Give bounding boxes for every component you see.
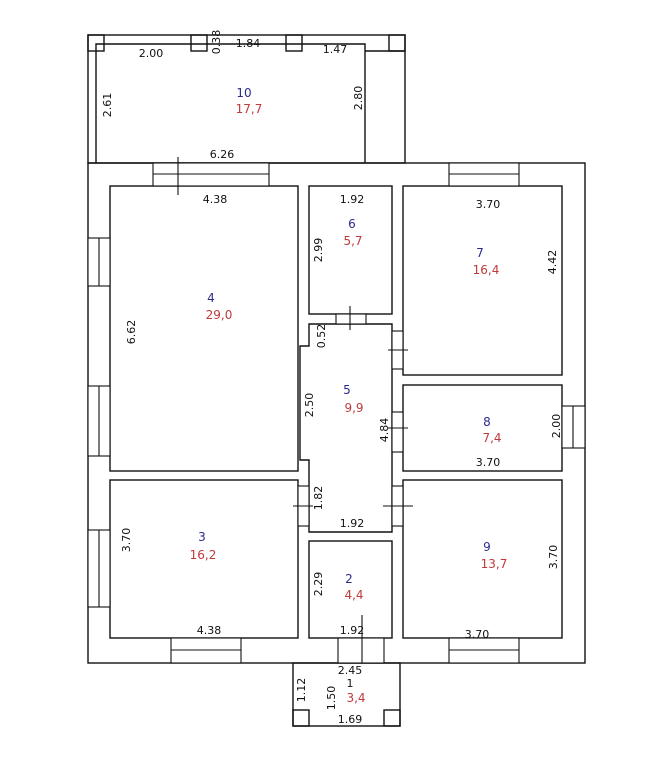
dimension-label: 4.42 (546, 250, 559, 275)
dimension-label: 1.92 (340, 517, 365, 530)
room-area: 7,4 (482, 431, 501, 445)
door (391, 411, 404, 453)
dimension-label: 2.00 (550, 414, 563, 439)
room-area: 16,2 (190, 548, 217, 562)
dimension-label: 2.00 (139, 47, 164, 60)
dimension-label: 2.99 (312, 238, 325, 263)
room-5-outline (299, 323, 393, 533)
room-area: 5,7 (343, 234, 362, 248)
room-number: 2 (345, 572, 353, 586)
room-number: 7 (476, 246, 484, 260)
room-7: 3.70 4.42 7 16,4 (473, 198, 559, 277)
room-7-outline (402, 185, 563, 376)
dimension-label: 4.38 (203, 193, 228, 206)
room-area: 9,9 (344, 401, 363, 415)
room-number: 9 (483, 540, 491, 554)
dimension-label: 2.45 (338, 664, 363, 677)
room-number: 8 (483, 415, 491, 429)
dimension-label: 6.26 (210, 148, 235, 161)
room-6: 1.92 2.99 6 5,7 (312, 193, 364, 262)
dimension-label: 3.70 (476, 198, 501, 211)
room-10: 2.00 0.38 1.84 1.47 2.61 2.80 6.26 10 17… (101, 30, 365, 161)
dimension-label: 2.61 (101, 93, 114, 118)
room-9: 3.70 3.70 9 13,7 (465, 540, 560, 641)
dimension-label: 4.38 (197, 624, 222, 637)
dimension-label: 1.50 (325, 686, 338, 711)
dimension-label: 6.62 (125, 320, 138, 345)
room-number: 1 (347, 677, 354, 690)
dimension-label: 2.50 (303, 393, 316, 418)
room-number: 3 (198, 530, 206, 544)
room-area: 13,7 (481, 557, 508, 571)
dimension-label: 3.70 (120, 528, 133, 553)
dimension-label: 3.70 (547, 545, 560, 570)
room-number: 4 (207, 291, 215, 305)
dimension-label: 1.82 (312, 486, 325, 511)
room-area: 29,0 (206, 308, 233, 322)
room-8: 2.00 3.70 8 7,4 (476, 414, 563, 469)
room-area: 3,4 (346, 691, 365, 705)
room-number: 5 (343, 383, 351, 397)
dimension-label: 1.92 (340, 624, 365, 637)
dimension-label: 1.47 (323, 43, 348, 56)
room-number: 6 (348, 217, 356, 231)
dimension-label: 1.84 (236, 37, 261, 50)
dimension-label: 2.29 (312, 572, 325, 597)
room-5: 0.52 2.50 4.84 1.82 1.92 5 9,9 (303, 324, 391, 530)
dimension-label: 2.80 (352, 86, 365, 111)
room-area: 4,4 (344, 588, 363, 602)
dimension-label: 0.38 (210, 30, 223, 55)
dimension-label: 0.52 (315, 324, 328, 349)
door (335, 313, 367, 325)
room-2: 2.29 1.92 2 4,4 (312, 572, 364, 637)
room-4: 4.38 6.62 4 29,0 (125, 193, 232, 344)
walls (87, 34, 586, 727)
room-3: 3.70 4.38 3 16,2 (120, 528, 221, 637)
room-area: 16,4 (473, 263, 500, 277)
dimension-label: 4.84 (378, 418, 391, 443)
room-area: 17,7 (236, 102, 263, 116)
windows (87, 157, 586, 664)
dimension-label: 3.70 (476, 456, 501, 469)
room-1: 2.45 1.12 1.50 1.69 1 3,4 (295, 664, 366, 726)
dimension-label: 3.70 (465, 628, 490, 641)
door (337, 637, 385, 664)
dimension-label: 1.69 (338, 713, 363, 726)
dimension-label: 1.92 (340, 193, 365, 206)
room-4-outline (109, 185, 299, 472)
dimension-label: 1.12 (295, 678, 308, 703)
room-number: 10 (236, 86, 251, 100)
